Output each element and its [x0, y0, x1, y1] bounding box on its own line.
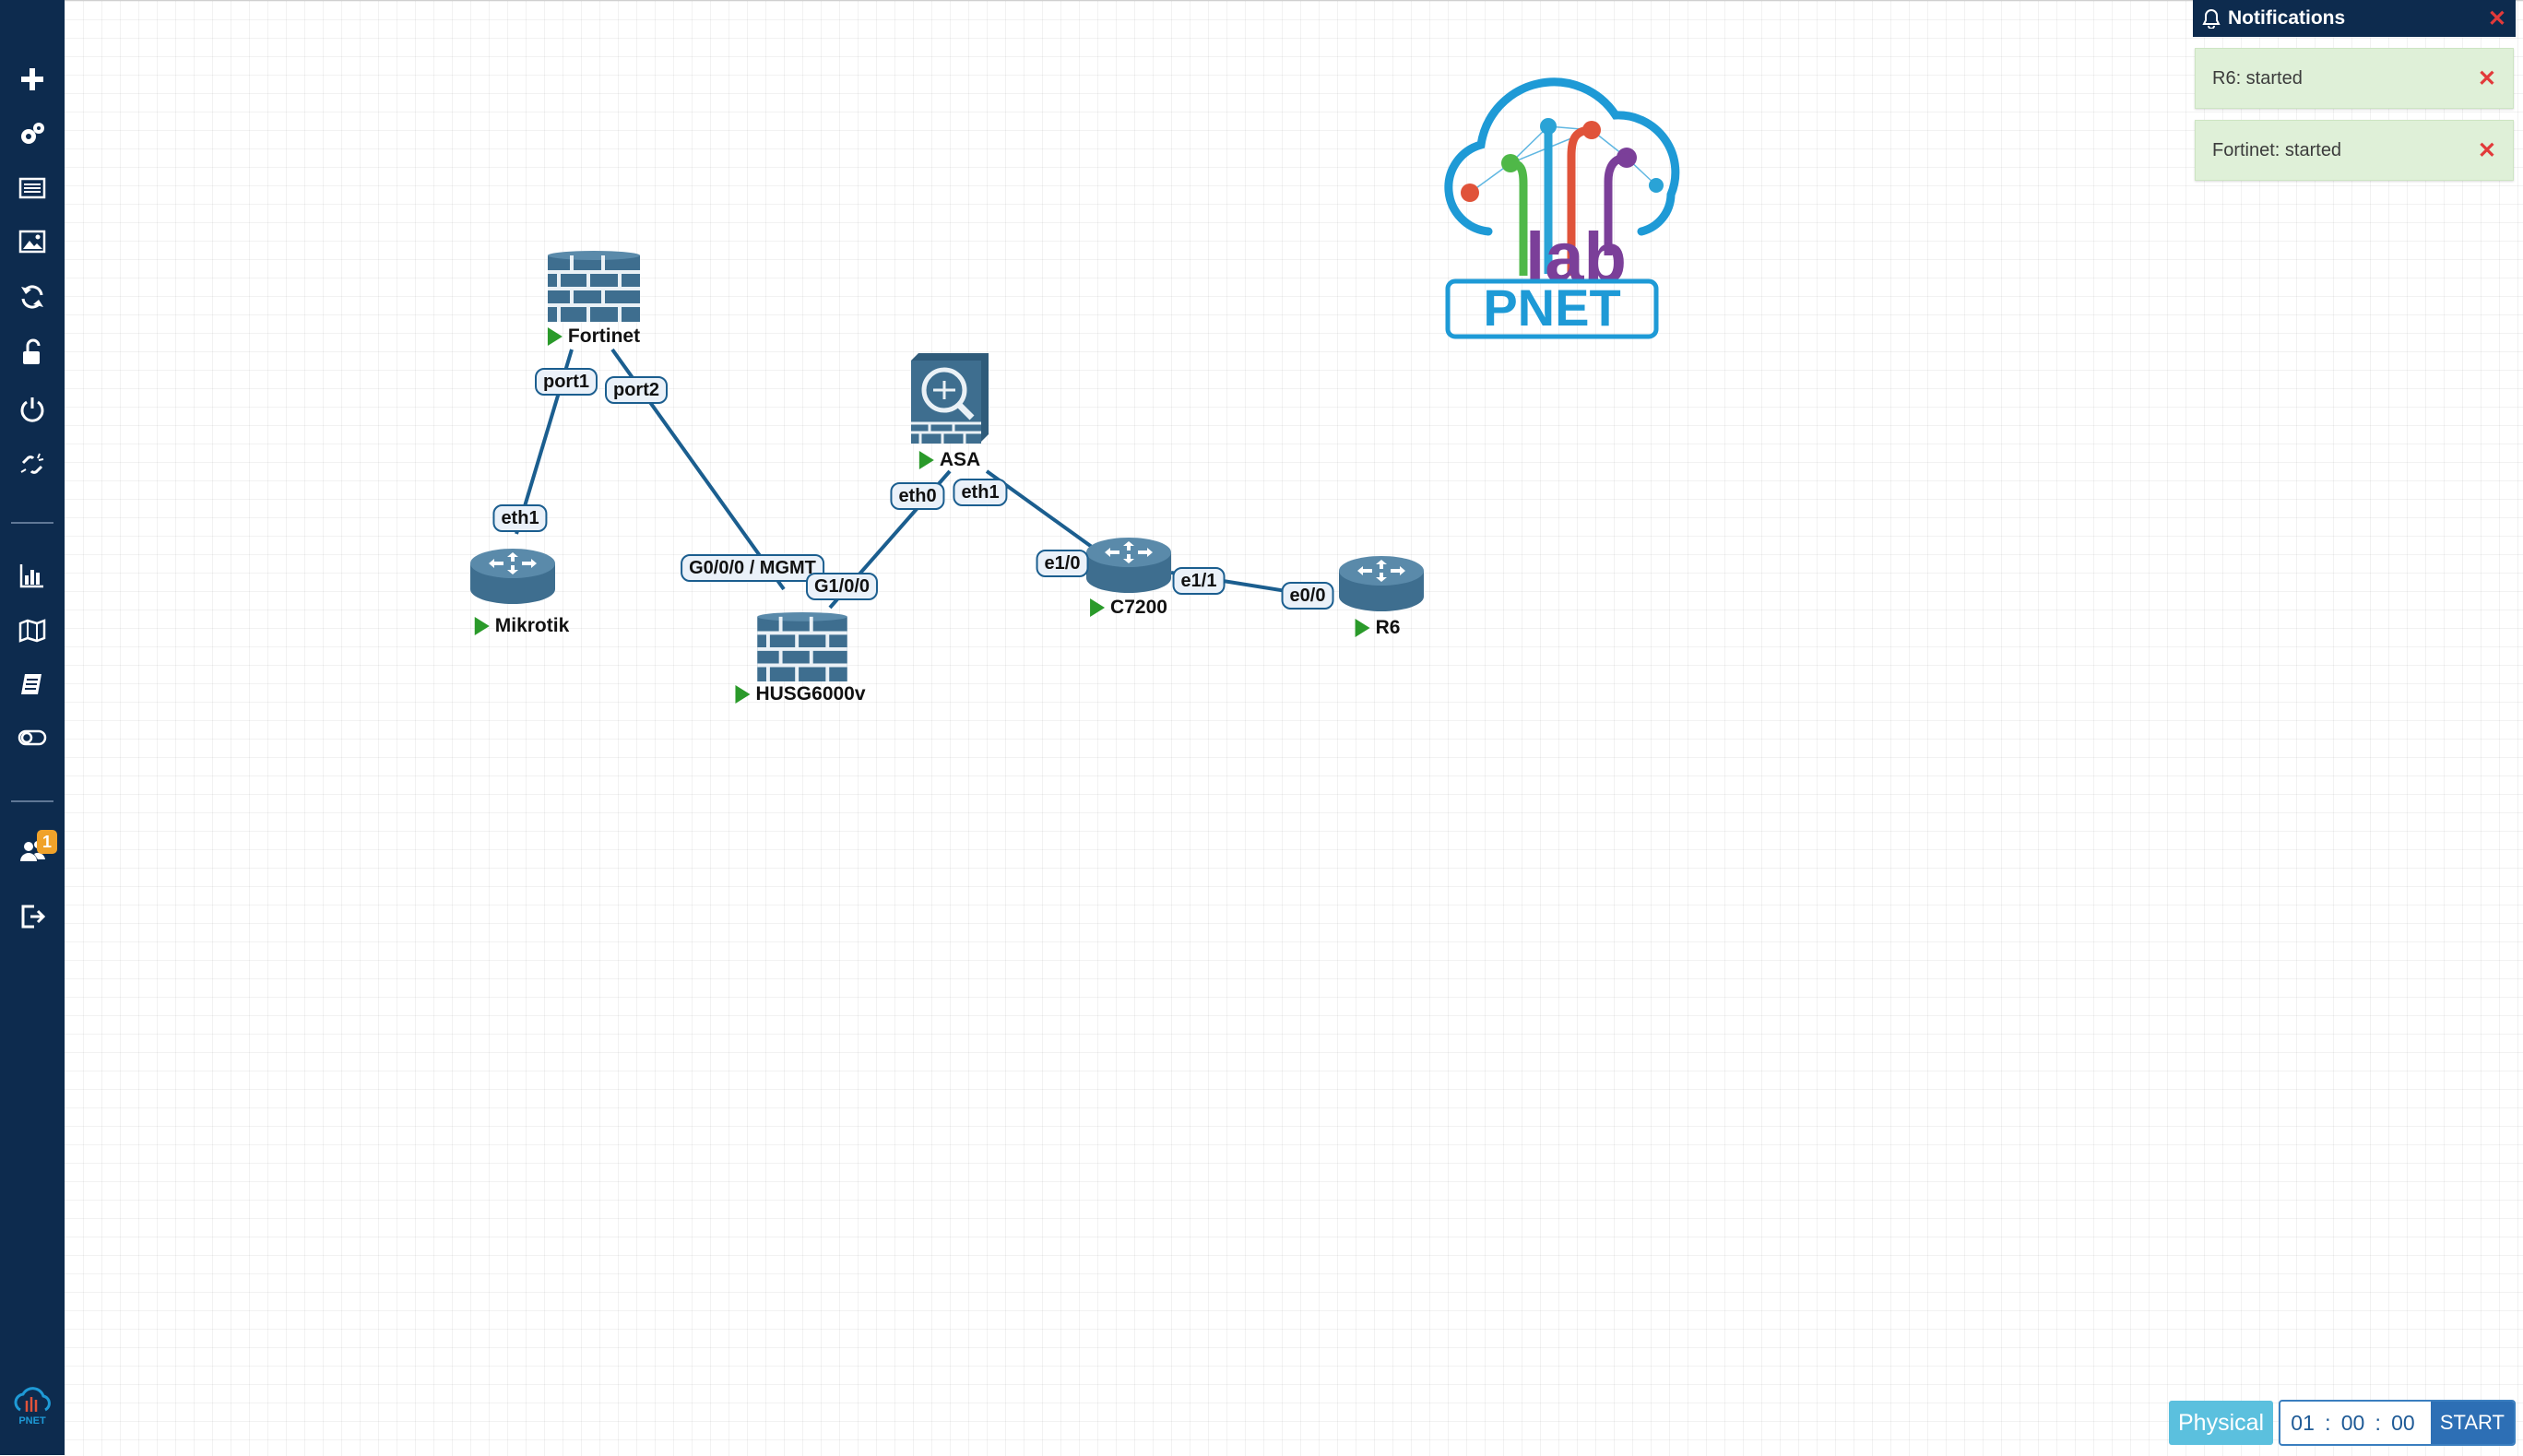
disconnect-links-icon[interactable]	[0, 439, 65, 491]
notification-item[interactable]: Fortinet: started ✕	[2195, 120, 2514, 181]
timer-minutes[interactable]: 00	[2340, 1410, 2365, 1435]
node-asa[interactable]	[909, 353, 990, 450]
timer-hours[interactable]: 01	[2291, 1410, 2315, 1435]
interface-label[interactable]: eth1	[492, 504, 548, 532]
pnetlab-logo: lab PNET	[1433, 77, 1691, 344]
notification-item[interactable]: R6: started ✕	[2195, 48, 2514, 109]
lab-timer-bar: Physical 01 : 00 : 00 START	[2169, 1400, 2516, 1446]
logout-icon[interactable]	[0, 891, 65, 942]
interface-label[interactable]: e1/1	[1172, 567, 1226, 595]
bell-icon	[2202, 8, 2221, 29]
node-mikrotik[interactable]	[467, 545, 559, 610]
interface-label[interactable]: G0/0/0 / MGMT	[681, 554, 824, 582]
interface-label[interactable]: e0/0	[1281, 582, 1334, 610]
close-notifications-icon[interactable]: ✕	[2487, 6, 2506, 31]
asa-firewall-icon	[911, 353, 989, 444]
notifications-header: Notifications ✕	[2193, 0, 2516, 37]
firewall-icon	[757, 611, 847, 682]
start-timer-button[interactable]: START	[2430, 1402, 2514, 1444]
notification-message: R6: started	[2212, 67, 2303, 89]
firewall-icon	[548, 251, 640, 322]
logo-lab-text: lab	[1525, 219, 1627, 297]
node-fortinet-label[interactable]: Fortinet	[547, 326, 640, 348]
users-count-badge: 1	[37, 830, 57, 854]
node-mikrotik-label[interactable]: Mikrotik	[474, 615, 569, 637]
topology-canvas[interactable]: Fortinet Mikrotik	[65, 0, 2523, 1456]
node-r6[interactable]	[1335, 552, 1427, 618]
refresh-icon[interactable]	[0, 271, 65, 323]
interface-label[interactable]: e1/0	[1036, 550, 1089, 577]
power-icon[interactable]	[0, 384, 65, 435]
timer-seconds[interactable]: 00	[2391, 1410, 2415, 1435]
status-chart-icon[interactable]	[0, 550, 65, 601]
unlock-icon[interactable]	[0, 326, 65, 378]
node-husg6000v[interactable]	[754, 611, 850, 688]
node-asa-label[interactable]: ASA	[918, 449, 980, 471]
toggle-icon[interactable]	[0, 712, 65, 764]
notification-message: Fortinet: started	[2212, 139, 2342, 160]
running-status-icon	[1355, 619, 1370, 637]
router-icon	[1339, 556, 1424, 611]
node-c7200-label[interactable]: C7200	[1090, 597, 1167, 619]
svg-text:PNET: PNET	[18, 1415, 46, 1426]
running-status-icon	[1090, 598, 1106, 617]
dismiss-notification-icon[interactable]: ✕	[2477, 65, 2496, 91]
notifications-panel: Notifications ✕ R6: started ✕ Fortinet: …	[2193, 0, 2516, 181]
node-fortinet[interactable]	[546, 250, 642, 328]
node-r6-label[interactable]: R6	[1355, 617, 1400, 639]
timer-input[interactable]: 01 : 00 : 00 START	[2279, 1400, 2516, 1446]
running-status-icon	[918, 451, 934, 469]
running-status-icon	[735, 685, 751, 704]
interface-label[interactable]: port2	[605, 376, 668, 404]
users-icon[interactable]: 1	[0, 824, 65, 876]
pictures-icon[interactable]	[0, 216, 65, 267]
logo-pnet-text: PNET	[1483, 278, 1620, 337]
router-icon	[470, 549, 555, 604]
notifications-title: Notifications	[2228, 7, 2346, 29]
physical-mode-button[interactable]: Physical	[2169, 1401, 2274, 1445]
map-icon[interactable]	[0, 605, 65, 657]
interface-label[interactable]: port1	[535, 368, 598, 396]
dismiss-notification-icon[interactable]: ✕	[2477, 137, 2496, 163]
pnet-brand-logo: PNET	[0, 1376, 65, 1435]
running-status-icon	[547, 327, 563, 346]
node-husg6000v-label[interactable]: HUSG6000v	[735, 683, 866, 705]
topology-links	[515, 348, 1333, 610]
add-object-icon[interactable]	[0, 53, 65, 105]
settings-gears-icon[interactable]	[0, 109, 65, 160]
lab-details-icon[interactable]	[0, 658, 65, 710]
interface-label[interactable]: G1/0/0	[805, 573, 879, 600]
running-status-icon	[474, 617, 490, 635]
router-icon	[1086, 538, 1171, 593]
interface-label[interactable]: eth0	[890, 482, 945, 510]
interface-label[interactable]: eth1	[953, 479, 1008, 506]
node-c7200[interactable]	[1083, 534, 1175, 599]
left-toolbar: 1 PNET	[0, 0, 65, 1455]
node-list-icon[interactable]	[0, 162, 65, 214]
